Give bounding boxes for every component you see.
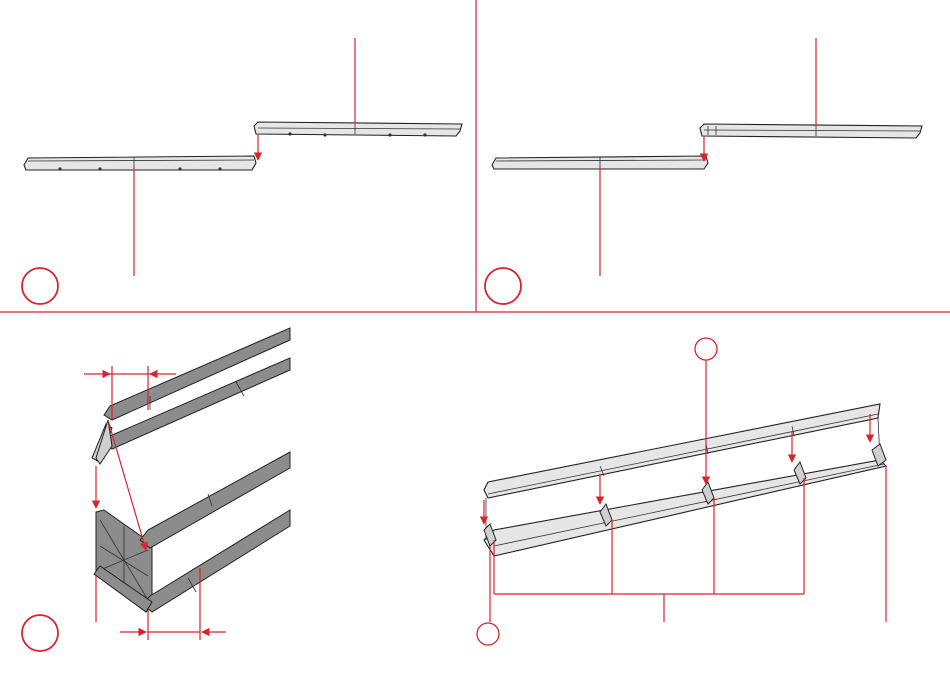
- step-marker-3: [22, 615, 58, 651]
- step-marker-2: [485, 268, 521, 304]
- callout-circle-top: [695, 338, 717, 360]
- callout-circle-bottom-left: [477, 623, 499, 645]
- grouping-bracket-lines: [490, 466, 886, 622]
- step-marker-1: [22, 268, 58, 304]
- panel-top-right: [485, 38, 922, 304]
- channel-beam: [484, 404, 886, 556]
- track-rail-left-upper: [254, 122, 462, 137]
- track-rail-left-lower: [24, 156, 256, 171]
- panel-top-left: [22, 38, 462, 304]
- panel-dividers: [0, 0, 950, 312]
- upper-tube-pair: [92, 328, 290, 464]
- track-rail-right-upper: [700, 124, 922, 138]
- panel-bottom-right: [477, 338, 886, 645]
- panel-bottom-left: [22, 328, 290, 651]
